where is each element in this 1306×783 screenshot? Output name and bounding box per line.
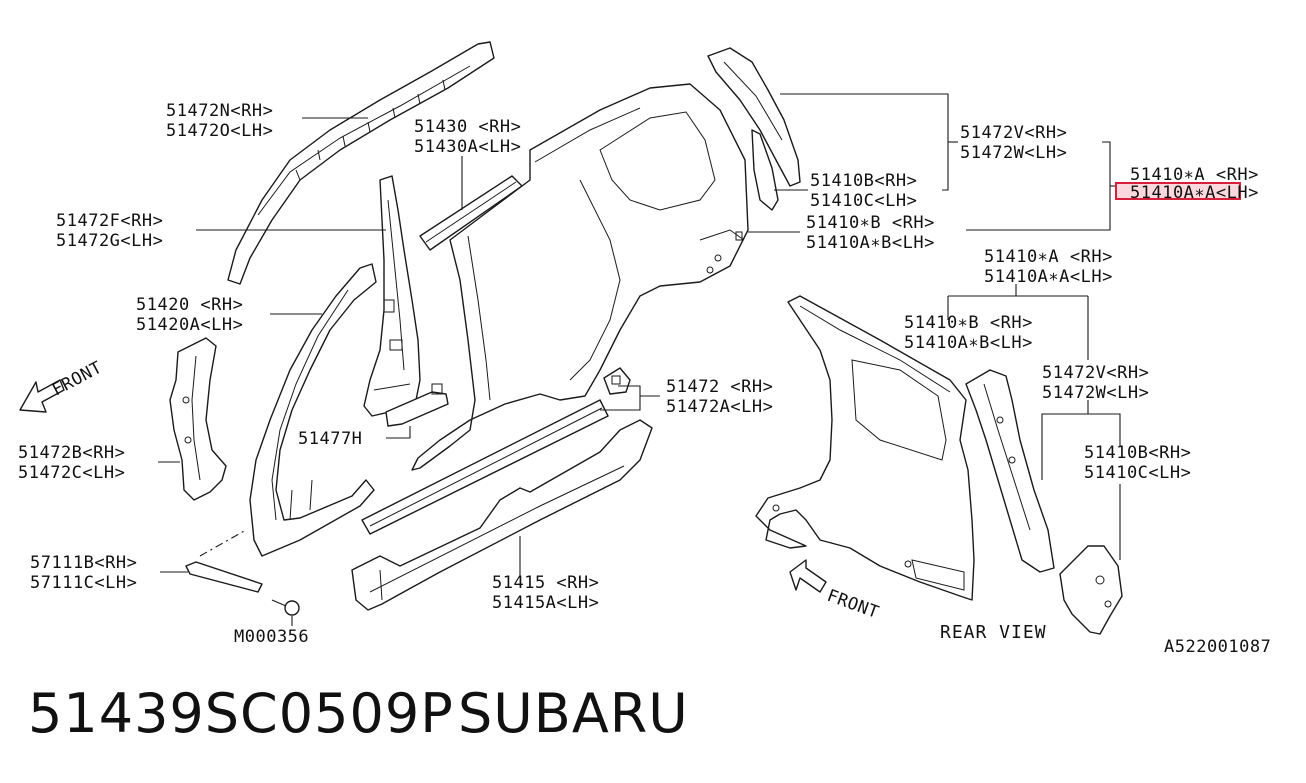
rear-pillar-inner-part[interactable] (965, 369, 1055, 573)
label-51472w-top[interactable]: 51472W<LH> (960, 143, 1067, 163)
label-51415a[interactable]: 51415A<LH> (492, 593, 599, 613)
label-51410c-rv[interactable]: 51410C<LH> (1084, 463, 1191, 483)
b-pillar-inner-part[interactable] (363, 175, 421, 417)
rear-view-caption: REAR VIEW (940, 622, 1047, 643)
label-m000356[interactable]: M000356 (234, 627, 309, 647)
front-pillar-part[interactable] (249, 263, 377, 557)
brand-footer: SUBARU (458, 682, 689, 745)
front-direction-label-rear: FRONT (824, 586, 881, 623)
bracket-part[interactable] (385, 383, 449, 427)
front-pillar-lower-part[interactable] (169, 337, 227, 501)
rear-quarter-panel-part[interactable] (755, 295, 975, 601)
label-51410xa-rv[interactable]: 51410∗A <RH> (984, 247, 1113, 267)
rear-pillar-upper-part[interactable] (707, 47, 801, 187)
label-51472a[interactable]: 51472A<LH> (666, 397, 773, 417)
highlight-box (1115, 182, 1241, 200)
part-number-footer: 51439SC0509P (28, 682, 454, 745)
label-51420a[interactable]: 51420A<LH> (136, 315, 243, 335)
assembly-guide-line (199, 529, 247, 557)
label-51472o[interactable]: 51472O<LH> (166, 121, 273, 141)
label-51472f[interactable]: 51472F<RH> (56, 211, 163, 231)
side-body-outer-panel-part[interactable] (411, 83, 749, 471)
side-sill-outer-part[interactable] (351, 419, 653, 611)
diagram-id: A522001087 (1164, 637, 1271, 657)
label-51410c-top[interactable]: 51410C<LH> (810, 191, 917, 211)
label-51410axa-rv[interactable]: 51410A∗A<LH> (984, 267, 1113, 287)
label-51477h[interactable]: 51477H (298, 429, 362, 449)
label-51415[interactable]: 51415 <RH> (492, 573, 599, 593)
label-51410b-rv[interactable]: 51410B<RH> (1084, 443, 1191, 463)
label-51472w-rv[interactable]: 51472W<LH> (1042, 383, 1149, 403)
label-57111c[interactable]: 57111C<LH> (30, 573, 137, 593)
stay-part[interactable] (185, 561, 263, 593)
label-51420[interactable]: 51420 <RH> (136, 295, 243, 315)
wheel-house-bracket-part[interactable] (1059, 545, 1123, 635)
leader-rear-view-tree (947, 284, 1121, 560)
leader-51472v-top (774, 93, 958, 191)
label-51410b-top[interactable]: 51410B<RH> (810, 171, 917, 191)
label-51472g[interactable]: 51472G<LH> (56, 231, 163, 251)
label-51430[interactable]: 51430 <RH> (414, 117, 521, 137)
bolt-part[interactable] (271, 599, 300, 616)
label-51472v-top[interactable]: 51472V<RH> (960, 123, 1067, 143)
leader-51477h (386, 426, 411, 439)
leader-51472 (600, 385, 660, 411)
label-51410axa-top[interactable]: 51410A∗A<LH> (1130, 183, 1259, 203)
front-arrow-icon (19, 379, 65, 413)
label-51472n[interactable]: 51472N<RH> (166, 101, 273, 121)
front-direction-label: FRONT (49, 358, 106, 401)
roof-rail-part[interactable] (227, 41, 495, 285)
label-51472[interactable]: 51472 <RH> (666, 377, 773, 397)
label-51410axb-mid[interactable]: 51410A∗B<LH> (806, 233, 935, 253)
label-51410axb-rv[interactable]: 51410A∗B<LH> (904, 333, 1033, 353)
label-51410xa-top[interactable]: 51410∗A <RH> (1130, 165, 1259, 185)
label-51472c[interactable]: 51472C<LH> (18, 463, 125, 483)
label-51410xb-rv[interactable]: 51410∗B <RH> (904, 313, 1033, 333)
label-51410xb-mid[interactable]: 51410∗B <RH> (806, 213, 935, 233)
label-57111b[interactable]: 57111B<RH> (30, 553, 137, 573)
rear-pillar-bracket-part[interactable] (751, 129, 779, 211)
front-arrow-icon-rear (789, 559, 827, 593)
side-sill-inner-part[interactable] (361, 367, 631, 535)
label-51472v-rv[interactable]: 51472V<RH> (1042, 363, 1149, 383)
label-51430a[interactable]: 51430A<LH> (414, 137, 521, 157)
label-51472b[interactable]: 51472B<RH> (18, 443, 125, 463)
